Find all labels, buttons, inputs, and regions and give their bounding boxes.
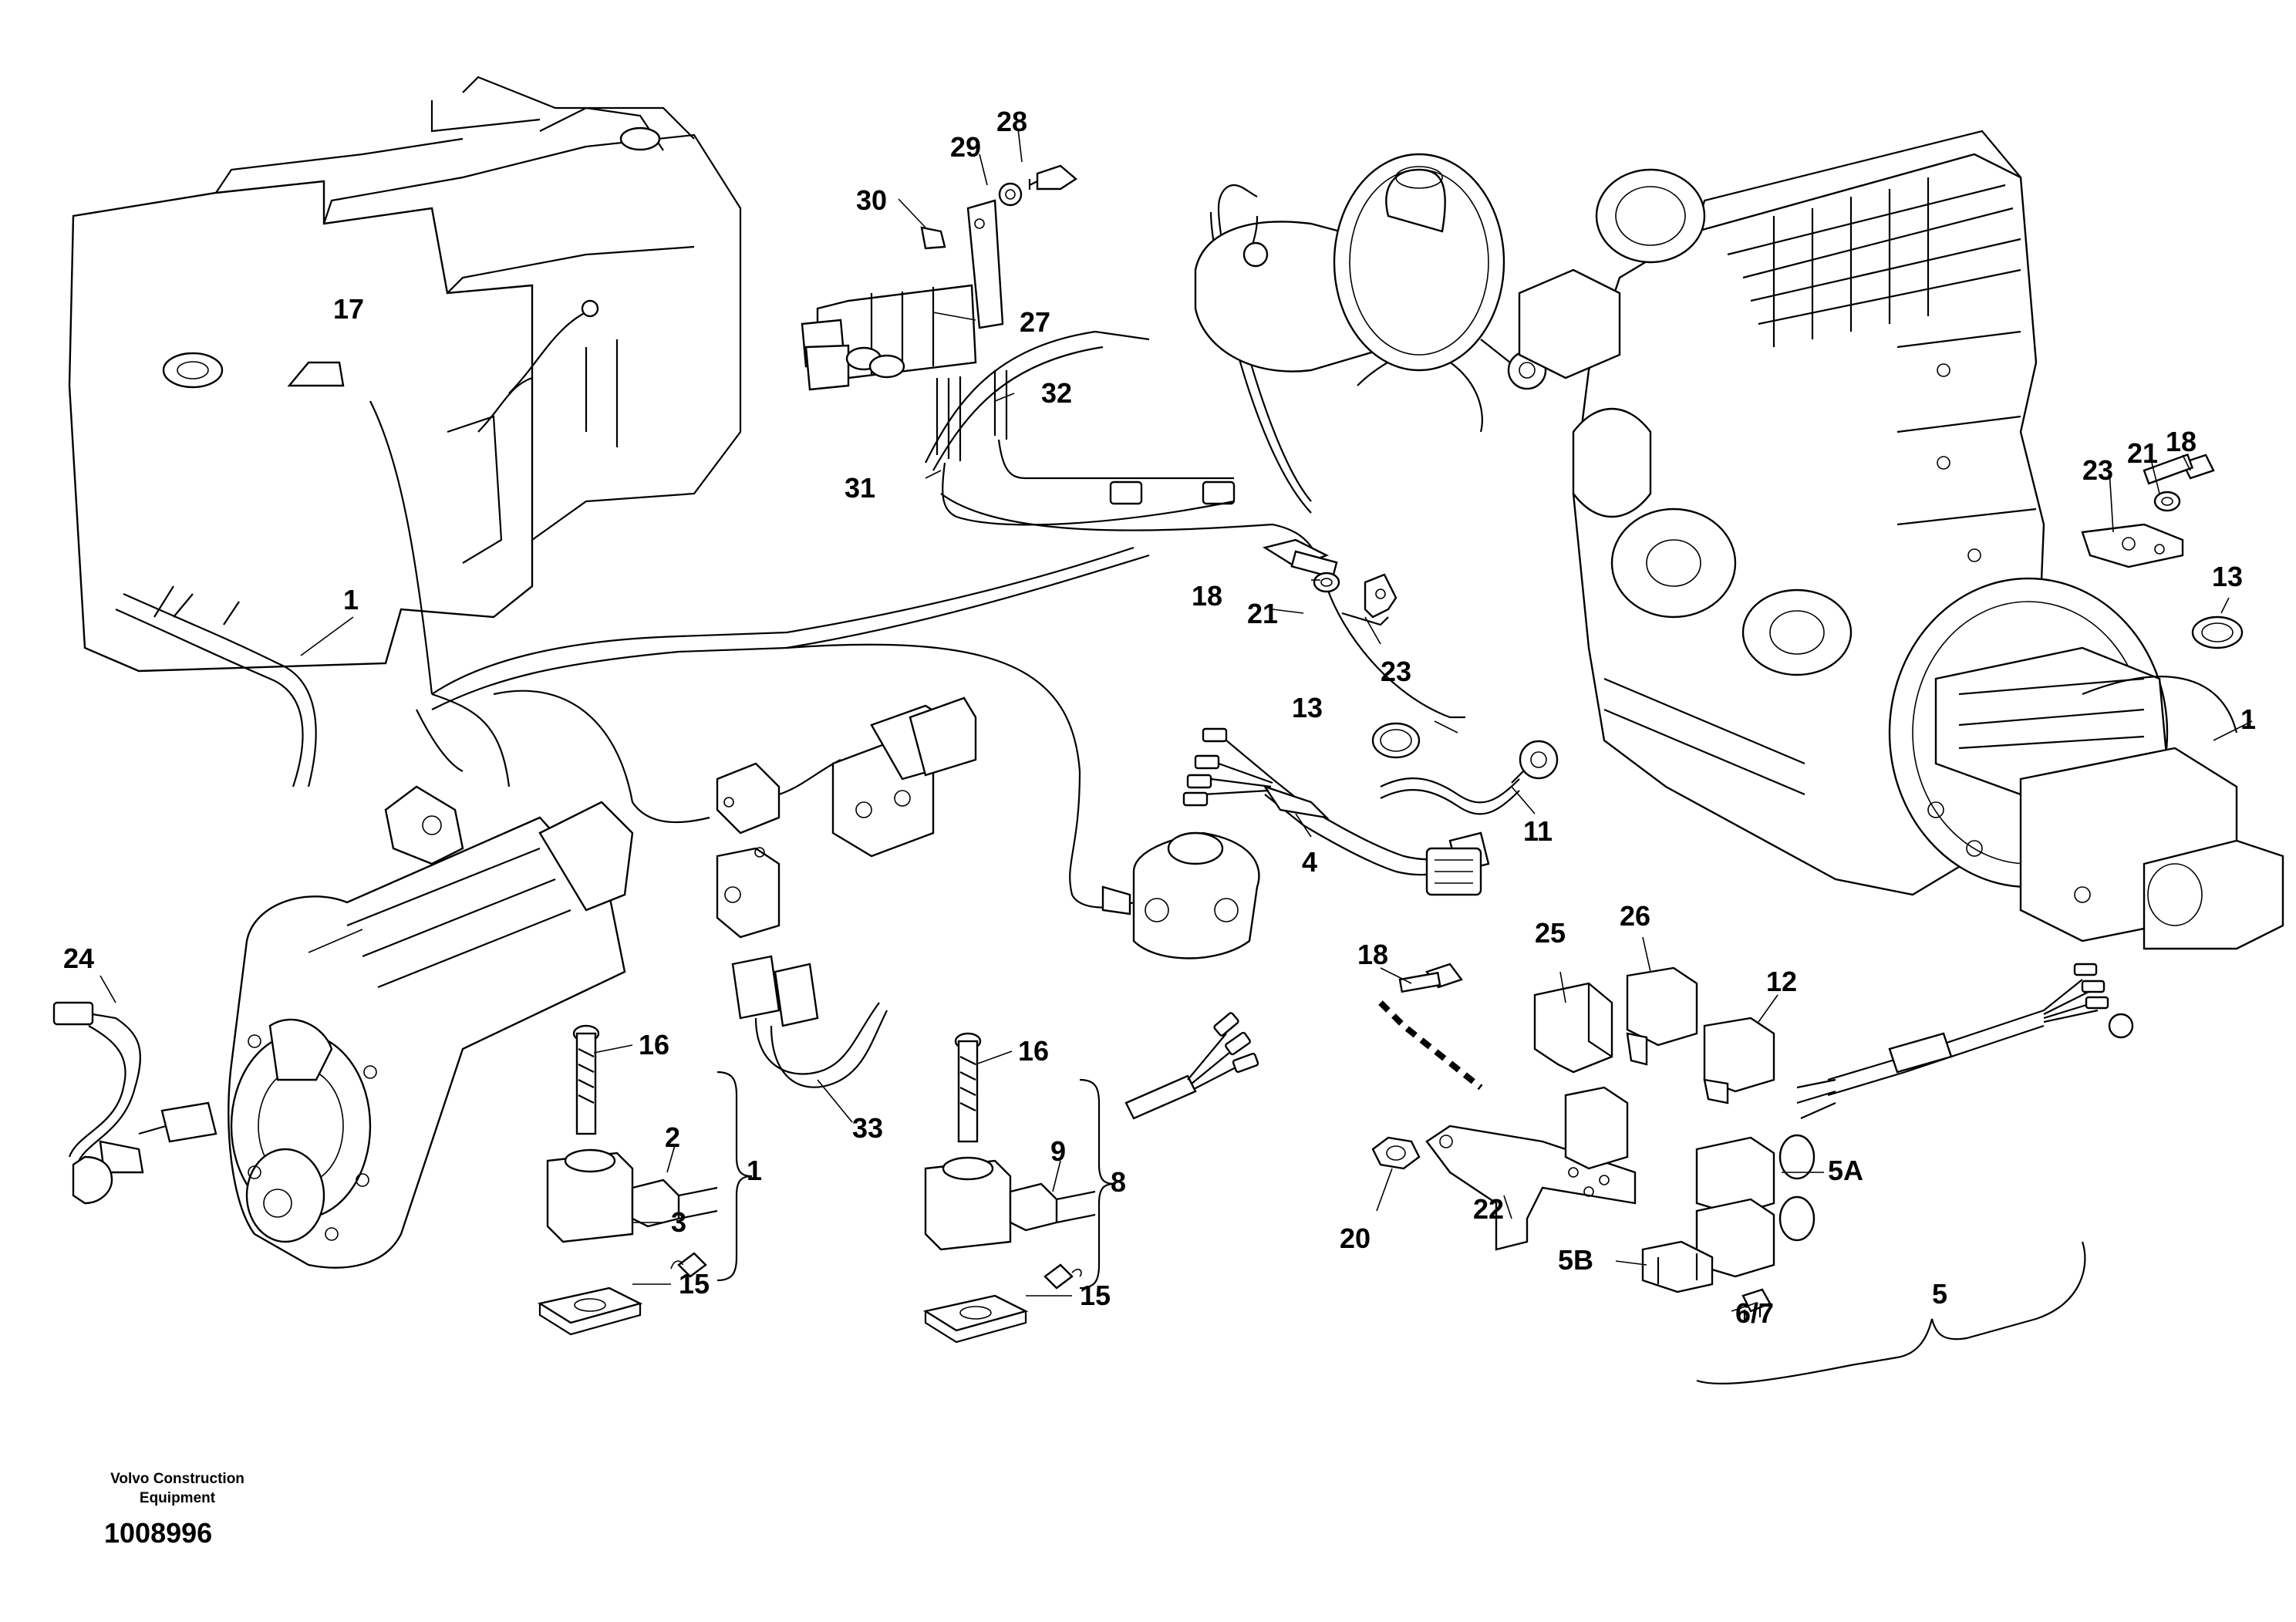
ground-cable <box>1371 615 2244 815</box>
fuel-tank <box>68 76 742 673</box>
solenoid-kit-1 <box>537 1024 718 1336</box>
callout-30: 30 <box>856 184 887 216</box>
callout-labels: 1 1 1 2 3 4 5 5A 5B 6/7 8 9 11 12 13 13 … <box>63 106 2256 1329</box>
callout-6-7: 6/7 <box>1735 1297 1774 1329</box>
callout-13: 13 <box>2212 561 2243 592</box>
callout-15: 15 <box>1080 1280 1111 1311</box>
bracket-hardware <box>1262 453 2215 626</box>
callout-5b: 5B <box>1558 1244 1593 1276</box>
callout-21: 21 <box>1247 598 1278 629</box>
document-number: 1008996 <box>104 1517 213 1549</box>
callout-18: 18 <box>1192 580 1222 612</box>
callout-11: 11 <box>1523 815 1553 847</box>
callout-32: 32 <box>1041 377 1072 409</box>
callout-20: 20 <box>1340 1222 1371 1254</box>
callout-18: 18 <box>1357 939 1388 970</box>
callout-23: 23 <box>1381 656 1411 687</box>
main-wiring-harness <box>115 184 1547 909</box>
relay-group <box>1371 963 2134 1320</box>
callout-2: 2 <box>665 1121 680 1153</box>
engine-block <box>1518 130 2284 950</box>
hydraulic-pump <box>138 785 634 1269</box>
pigtail-harness <box>1124 1012 1259 1120</box>
solenoid-connectors <box>716 696 1260 1088</box>
callout-8: 8 <box>1111 1166 1126 1198</box>
manufacturer-name: Volvo Construction <box>110 1471 244 1487</box>
callout-12: 12 <box>1766 966 1797 997</box>
callout-33: 33 <box>852 1112 883 1144</box>
callout-1: 1 <box>2240 703 2256 735</box>
relay-connector-block <box>801 164 1235 526</box>
callout-5: 5 <box>1932 1278 1947 1310</box>
callout-1: 1 <box>747 1155 762 1186</box>
callout-27: 27 <box>1020 306 1050 338</box>
callout-1: 1 <box>343 584 359 615</box>
brace-kit-1 <box>716 1071 753 1282</box>
callout-18: 18 <box>2166 426 2197 457</box>
manufacturer-name-line2: Equipment <box>139 1490 216 1506</box>
callout-25: 25 <box>1535 917 1566 949</box>
callout-16: 16 <box>639 1029 669 1061</box>
footer: Volvo Construction Equipment 1008996 <box>62 1469 293 1549</box>
callout-26: 26 <box>1620 900 1650 932</box>
callout-17: 17 <box>333 293 364 325</box>
callout-16: 16 <box>1018 1035 1049 1067</box>
harness-4 <box>1182 727 1490 896</box>
callout-21: 21 <box>2127 437 2158 469</box>
callout-4: 4 <box>1302 846 1317 878</box>
callout-5a: 5A <box>1828 1155 1863 1186</box>
callout-31: 31 <box>845 472 875 504</box>
brace-kit-8 <box>1079 1078 1115 1290</box>
callout-29: 29 <box>950 131 981 163</box>
callout-22: 22 <box>1473 1193 1504 1225</box>
callout-28: 28 <box>996 106 1027 137</box>
leader-lines <box>99 128 2253 1312</box>
solenoid-kit-8 <box>922 1032 1096 1344</box>
callout-24: 24 <box>63 943 94 974</box>
callout-9: 9 <box>1050 1135 1066 1167</box>
speed-sensor <box>52 1001 144 1205</box>
air-filter-assembly <box>1194 153 1505 373</box>
callout-3: 3 <box>671 1206 686 1238</box>
callout-15: 15 <box>679 1268 710 1300</box>
callout-23: 23 <box>2082 454 2113 486</box>
callout-13: 13 <box>1292 692 1323 723</box>
brace-group-5 <box>1696 1241 2086 1385</box>
